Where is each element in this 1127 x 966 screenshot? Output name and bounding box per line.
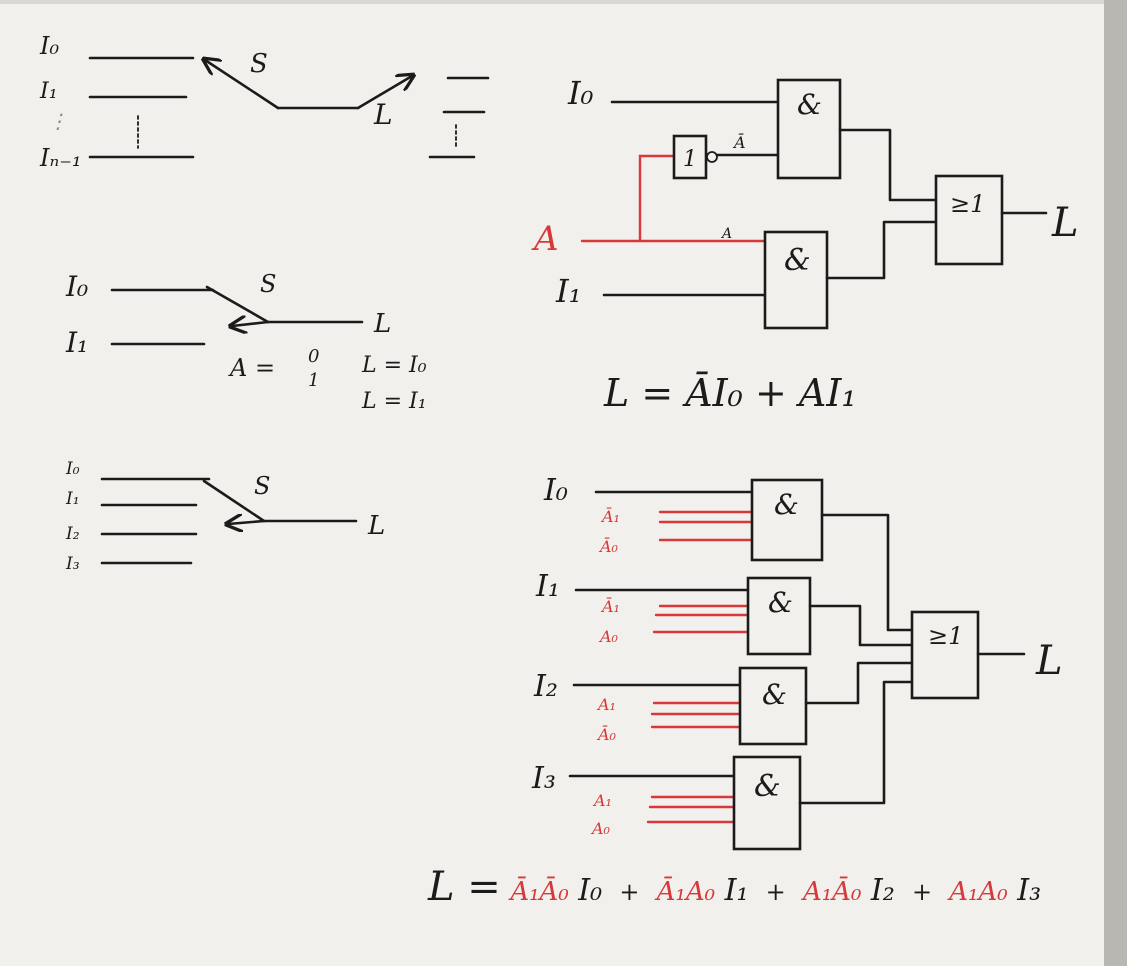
mux4-sel-3-a0: A₀ <box>590 819 611 838</box>
sketch2-result-0: L = I₀ <box>361 353 427 378</box>
mux4-sel-1-a0: A₀ <box>598 627 619 646</box>
mux2-and-gate-0 <box>776 78 842 180</box>
sketch3-input-2: I₂ <box>65 524 80 544</box>
mux4-eq-term-1-sep: + <box>758 878 793 906</box>
sketch1-input-n: Iₙ₋₁ <box>39 144 82 172</box>
not-gate-bubble <box>706 151 718 163</box>
mux4-eq-term-2-sep: + <box>904 878 939 906</box>
mux4-eq-term-1-sel: Ā₁A₀ <box>655 876 716 907</box>
select-tap-label: A <box>720 226 732 242</box>
mux2-input-0: I₀ <box>567 74 594 112</box>
mux4-eq-term-1-in: I₁ <box>724 873 749 908</box>
sketch1-dots: ⋮ <box>48 109 68 133</box>
mux4-sel-1-a1: Ā₁ <box>600 596 620 616</box>
sketch2-input-0: I₀ <box>65 270 88 303</box>
mux2-equation: L = ĀI₀ + AI₁ <box>603 371 857 415</box>
mux4-and-gate-2 <box>738 666 808 746</box>
mux4-output-label: L <box>1035 638 1063 684</box>
mux2-input-1: I₁ <box>555 272 581 310</box>
board-frame-right <box>1104 0 1127 966</box>
sketch3-input-3: I₃ <box>65 554 80 574</box>
mux4-eq-term-2-in: I₂ <box>870 873 895 908</box>
switch-sketch-four-way: I₀ I₁ I₂ I₃ S L <box>65 459 385 574</box>
mux4-eq-lhs: L = <box>427 864 501 910</box>
sketch2-output-label: L <box>373 309 391 339</box>
mux4-and-symbol-0: & <box>774 488 799 521</box>
mux4-sel-0-a1: Ā₁ <box>600 506 620 526</box>
mux4-sel-3-a1: A₁ <box>592 791 612 810</box>
mux2-output-label: L <box>1051 200 1079 246</box>
mux2-select-label: A <box>531 219 559 259</box>
mux4-sel-0-a0: Ā₀ <box>598 536 619 556</box>
not-output-label: Ā <box>732 132 746 152</box>
mux4-circuit: I₀ Ā₁ Ā₀ & I₁ Ā₁ A₀ & I₂ A₁ Ā₀ & I₃ A₁ A… <box>427 473 1063 910</box>
board-surface <box>0 4 1118 966</box>
sketch2-select-0: 0 <box>308 346 319 367</box>
switch-sketch-general: I₀ I₁ ⋮ Iₙ₋₁ S L <box>39 32 490 172</box>
mux4-equation: L = Ā₁Ā₀ I₀ + Ā₁A₀ I₁ + A₁Ā₀ I₂ + A₁A₀ I… <box>427 864 1041 910</box>
sketch1-input-0: I₀ <box>39 32 59 60</box>
sketch3-output-label: L <box>367 511 385 541</box>
mux4-input-2: I₂ <box>533 669 558 704</box>
mux4-and-symbol-2: & <box>762 678 787 711</box>
mux4-sel-2-a1: A₁ <box>596 695 616 714</box>
mux2-or-gate <box>934 174 1004 266</box>
mux2-and-symbol-0: & <box>797 88 822 121</box>
sketch3-switch-label: S <box>254 472 270 500</box>
mux2-or-symbol: ≥1 <box>950 190 985 218</box>
mux4-input-0: I₀ <box>543 473 568 508</box>
sketch2-switch-label: S <box>260 270 276 298</box>
mux2-and-gate-1 <box>763 230 829 330</box>
mux4-eq-term-3-in: I₃ <box>1016 873 1041 908</box>
sketch1-input-1: I₁ <box>39 79 58 104</box>
sketch2-select-label: A = <box>228 354 275 382</box>
mux4-eq-term-3-sel: A₁A₀ <box>947 877 1008 907</box>
mux4-or-symbol: ≥1 <box>928 622 963 650</box>
mux4-eq-term-0-in: I₀ <box>577 873 602 908</box>
sketch1-switch-label: S <box>250 49 268 79</box>
sketch3-input-1: I₁ <box>65 489 80 509</box>
mux4-sel-2-a0: Ā₀ <box>596 724 617 744</box>
mux4-input-3: I₃ <box>531 761 556 796</box>
mux2-and-symbol-1: & <box>784 243 811 278</box>
sketch3-input-0: I₀ <box>65 459 80 479</box>
sketch1-output-label: L <box>373 98 393 131</box>
not-gate <box>672 134 708 180</box>
mux4-or-gate <box>910 610 980 700</box>
mux4-input-1: I₁ <box>535 569 560 604</box>
sketch2-input-1: I₁ <box>65 326 88 359</box>
mux4-eq-term-0-sel: Ā₁Ā₀ <box>508 876 569 907</box>
sketch2-select-1: 1 <box>308 370 319 391</box>
mux4-and-symbol-3: & <box>754 769 781 804</box>
mux2-circuit: I₀ I₁ A 1 Ā A & & ≥1 L L = ĀI₀ + AI₁ <box>531 74 1079 415</box>
mux4-eq-term-2-sel: A₁Ā₀ <box>801 876 862 907</box>
not-gate-symbol: 1 <box>683 147 697 172</box>
mux4-and-symbol-1: & <box>768 586 793 619</box>
switch-sketch-two-way: I₀ I₁ S L A = 0 1 L = I₀ L = I₁ <box>65 270 427 414</box>
mux4-and-gate-1 <box>746 576 812 656</box>
mux4-eq-term-0-sep: + <box>612 878 647 906</box>
mux4-and-gate-0 <box>750 478 824 562</box>
sketch2-result-1: L = I₁ <box>361 389 427 414</box>
